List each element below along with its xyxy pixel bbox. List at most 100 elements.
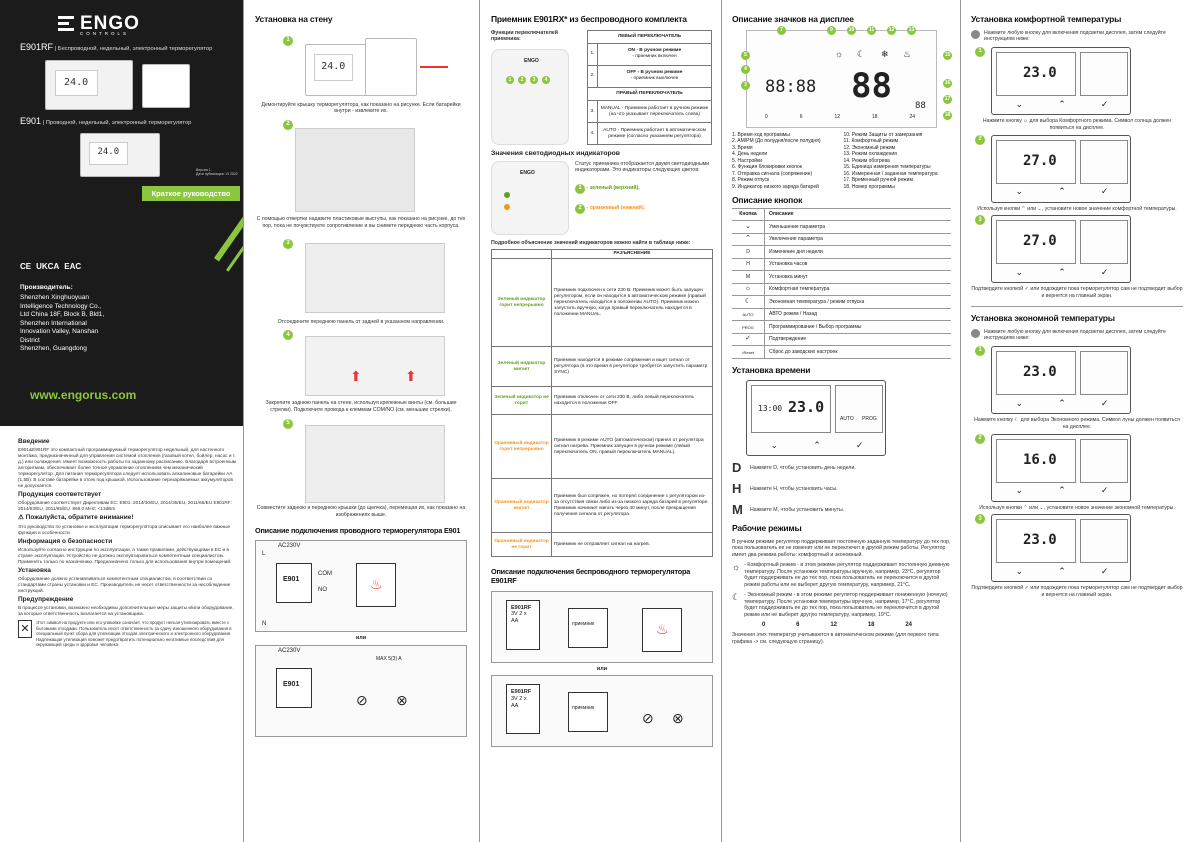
thermo-screen: 24.0: [313, 53, 353, 82]
intro-section: Введение E901&E901RF это компактный прог…: [18, 436, 238, 648]
valve-icon: ⊗: [396, 692, 408, 709]
n-label: N: [262, 621, 267, 628]
checkmark-icon[interactable]: ✓: [1100, 566, 1109, 576]
flame-icon: ♨: [656, 620, 669, 637]
step-5-caption: Совместите заднюю и переднюю крышки (до …: [256, 504, 466, 518]
down-arrow-icon[interactable]: ⌄: [1015, 186, 1024, 197]
button-desc: Увеличение параметра: [769, 236, 823, 243]
orange-led-icon: [504, 203, 510, 210]
checkmark-icon[interactable]: ✓: [1100, 397, 1109, 408]
battery-label: 3V 2 x AA: [511, 611, 527, 625]
safety-text: Используйте согласно инструкции по экспл…: [18, 546, 232, 564]
switch-num: 4.: [587, 122, 598, 146]
up-arrow-icon[interactable]: ⌃: [1058, 186, 1066, 197]
comfort-step-1: 1 23.0⌄⌃✓: [971, 47, 1183, 116]
leds-text: Статус приемника отображается двумя свет…: [575, 160, 710, 174]
sun-icon: ☼: [732, 283, 765, 296]
thermostat-ui: 23.0⌄⌃✓: [991, 514, 1131, 583]
m-key: M: [732, 502, 743, 518]
display: 27.0: [996, 139, 1076, 184]
led-state: Оранжевый индикатор мигает: [491, 478, 552, 534]
lcd-temp: 23.0: [1023, 65, 1057, 82]
website-link[interactable]: www.engorus.com: [30, 388, 137, 402]
button-row: ⌄Уменьшение параметра: [732, 221, 951, 234]
checkmark-icon[interactable]: ✓: [1100, 267, 1109, 278]
arrow-keys: ⌄ ⌃ ✓: [998, 186, 1126, 197]
down-arrow-icon[interactable]: ⌄: [1015, 397, 1024, 408]
eco-step-2-text: Используя кнопки ⌃ или ⌄, установите нов…: [979, 504, 1175, 511]
prog-key: PROG: [862, 416, 877, 423]
comfort-step-2: 2 27.0⌄⌃✓: [971, 134, 1183, 203]
step-badge: 3: [283, 238, 293, 249]
info-icon: [971, 328, 980, 338]
led-state: Зеленый индикатор мигает: [491, 346, 552, 388]
callout: 3: [741, 80, 750, 90]
button-desc: Экономная температура / режим отпуска: [769, 298, 865, 305]
attention-label: Пожалуйста, обратите внимание!: [25, 514, 134, 522]
switch-mode: OFF - В ручном режиме: [626, 70, 683, 76]
switch-num: 2.: [587, 64, 598, 88]
led-state: Оранжевый индикатор не горит: [491, 532, 552, 558]
step-1: 1 24.0: [255, 30, 467, 102]
button-desc: Сброс до заводских настроек: [769, 348, 838, 355]
wired-title: Описание подключения проводного терморег…: [255, 526, 461, 536]
green-led-icon: [504, 191, 510, 198]
keypad: [1080, 139, 1128, 184]
down-arrow-icon[interactable]: ⌄: [770, 440, 779, 451]
checkmark-icon[interactable]: ✓: [1100, 98, 1109, 109]
down-arrow-icon[interactable]: ⌄: [1015, 485, 1024, 496]
l-label: L: [262, 551, 266, 558]
wall-install-column: Установка на стену 1 24.0 Демонтируйте к…: [245, 0, 477, 842]
heading-attention: ⚠ Пожалуйста, обратите внимание!: [18, 514, 238, 522]
model-label: E901RF: [511, 604, 532, 611]
arrow-keys: ⌄ ⌃ ✓: [998, 99, 1126, 110]
down-arrow-icon[interactable]: ⌄: [1015, 98, 1024, 109]
eco-mode-row: ☾- Экономный режим - в этом режиме регул…: [732, 592, 951, 619]
step-badge: 1: [575, 184, 585, 195]
up-arrow-icon[interactable]: ⌃: [1058, 267, 1066, 278]
leds-section: ENGO Статус приемника отображается двумя…: [491, 160, 713, 235]
weee-text: Этот символ на продукте или его упаковке…: [36, 620, 232, 648]
up-arrow-icon[interactable]: ⌃: [1058, 98, 1066, 109]
checkmark-icon[interactable]: ✓: [1100, 186, 1109, 197]
product-code: E901: [20, 116, 42, 126]
quick-guide-banner: Краткое руководство: [142, 186, 240, 201]
up-arrow-icon[interactable]: ⌃: [1058, 566, 1066, 576]
product-code: E901RF: [20, 42, 54, 52]
right-switch-header: ПРАВЫЙ ПЕРЕКЛЮЧАТЕЛЬ: [587, 86, 712, 102]
led-explanation: Приемник не отправляет сигнал на нагрев.: [551, 532, 713, 558]
h-text: Нажмите H, чтобы установить часы.: [750, 486, 838, 493]
buttons-title: Описание кнопок: [732, 195, 803, 206]
legend-item: 15. Единица измерения температуры: [843, 164, 931, 171]
leds-title: Значения светодиодных индикаторов: [491, 150, 620, 158]
up-arrow-icon[interactable]: ⌃: [1058, 397, 1066, 408]
wired-diagram-1: AC230V E901 COM NO ♨ L N: [255, 540, 467, 633]
down-arrow-icon[interactable]: ⌄: [1015, 267, 1024, 278]
callout: 11: [867, 25, 876, 35]
product-desc: Проводной, недельный, электронный термор…: [45, 120, 192, 126]
up-arrow-icon[interactable]: ⌃: [813, 440, 821, 451]
callout: 18: [943, 110, 952, 120]
logo-subtext: CONTROLS: [80, 31, 130, 36]
down-arrow-icon[interactable]: ⌄: [1015, 566, 1024, 576]
checkmark-icon[interactable]: ✓: [855, 440, 864, 451]
step-badge: 2: [518, 76, 526, 85]
divider: [243, 0, 244, 842]
receiver-logo: ENGO: [524, 58, 539, 65]
col-header: Кнопка: [732, 208, 765, 221]
step-badge: 4: [542, 76, 550, 85]
step-badge: 4: [283, 330, 293, 341]
checkmark-icon[interactable]: ✓: [1100, 485, 1109, 496]
lcd-temp: 27.0: [1023, 152, 1057, 169]
comfort-title: Установка комфортной температуры: [971, 14, 1122, 24]
info-icon: [971, 29, 980, 39]
step-3-caption: Отсоедините переднюю панель от задней в …: [277, 318, 445, 325]
up-arrow-icon[interactable]: ⌃: [1058, 485, 1066, 496]
